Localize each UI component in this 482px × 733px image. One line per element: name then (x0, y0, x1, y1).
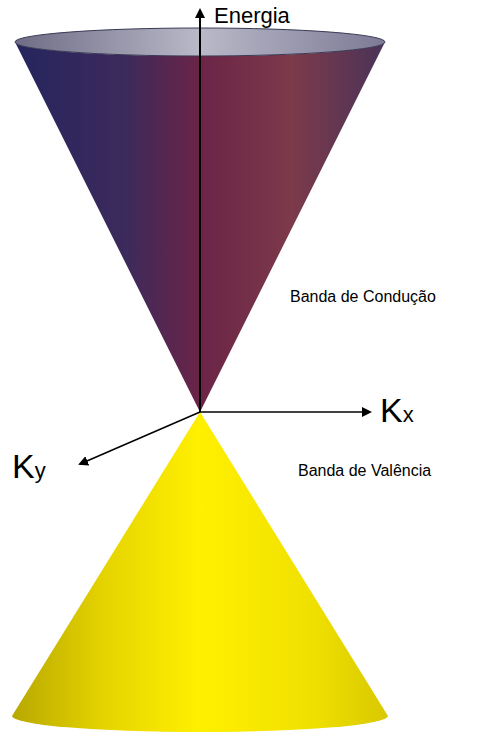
energy-axis (199, 10, 201, 412)
valence-cone (12, 412, 388, 732)
axis-title: Energia (214, 4, 290, 28)
ky-axis (80, 412, 200, 464)
band-label: Banda de Condução (290, 288, 436, 306)
axis-label: Ky (12, 448, 46, 485)
kx-axis (200, 411, 370, 413)
band-label: Banda de Valência (298, 462, 431, 480)
axis-label: Kx (380, 392, 414, 429)
